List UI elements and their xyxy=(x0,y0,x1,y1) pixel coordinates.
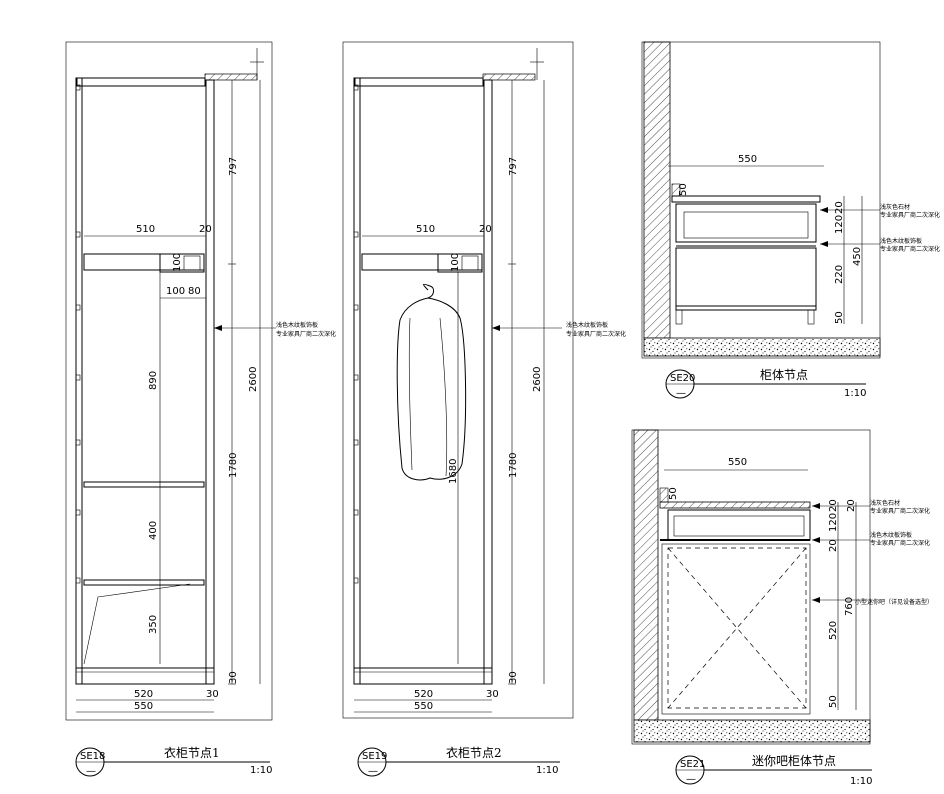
drawing-title: 衣柜节点1 xyxy=(164,745,220,760)
note1-line2: 专业家具厂商二次深化 xyxy=(870,507,930,515)
tag-sub: — xyxy=(86,766,96,777)
tag-code: SE21 xyxy=(680,759,705,770)
wardrobe1-frame xyxy=(65,41,273,721)
dim-220: 220 xyxy=(834,265,845,284)
dim-20c: 20 xyxy=(828,539,839,552)
dim-1680: 1680 xyxy=(448,459,459,484)
tag-sub: — xyxy=(686,774,696,785)
dim-base-30: 30 xyxy=(228,671,239,684)
minibar-drawing xyxy=(631,429,872,785)
dim-760: 760 xyxy=(844,597,855,616)
dim-1780: 1780 xyxy=(508,453,519,478)
dim-30: 30 xyxy=(486,689,499,700)
note-line1: 浅色木纹板饰板 xyxy=(276,321,318,329)
dim-450: 450 xyxy=(852,247,863,266)
dim-797: 797 xyxy=(228,157,239,176)
cabinet-frame xyxy=(641,41,881,359)
drawing-scale: 1:10 xyxy=(844,388,866,399)
dim-80-w: 80 xyxy=(188,286,201,297)
dim-30: 30 xyxy=(206,689,219,700)
wardrobe2-frame xyxy=(342,41,574,719)
dim-520: 520 xyxy=(414,689,433,700)
dim-20a: 20 xyxy=(828,499,839,512)
dim-120: 120 xyxy=(834,215,845,234)
minibar-frame xyxy=(631,429,871,745)
note2-line2: 专业家具厂商二次深化 xyxy=(870,539,930,547)
dim-550: 550 xyxy=(738,154,757,165)
dim-100-h: 100 xyxy=(450,253,461,272)
drawing-scale: 1:10 xyxy=(850,776,872,787)
tag-code: SE19 xyxy=(362,751,387,762)
dim-520: 520 xyxy=(134,689,153,700)
dim-550: 550 xyxy=(134,701,153,712)
tag-code: SE20 xyxy=(670,373,695,384)
note1-line2: 专业家具厂商二次深化 xyxy=(880,211,940,219)
dim-510: 510 xyxy=(136,224,155,235)
dim-20b: 20 xyxy=(846,499,857,512)
minibar-labels: 550 50 20 20 120 20 520 760 50 浅灰色石材 专业家… xyxy=(668,457,933,787)
note3: 小型迷你吧（详见设备选型） xyxy=(855,598,933,606)
dim-510: 510 xyxy=(416,224,435,235)
tag-sub: — xyxy=(368,766,378,777)
note2-line1: 浅色木纹板饰板 xyxy=(870,531,912,539)
dim-50-bottom: 50 xyxy=(834,311,845,324)
dim-100-w: 100 xyxy=(166,286,185,297)
dim-890: 890 xyxy=(148,371,159,390)
wardrobe2-labels: 797 510 20 100 1680 2600 1780 30 520 30 … xyxy=(362,157,626,777)
dim-400: 400 xyxy=(148,521,159,540)
drawing-title: 迷你吧柜体节点 xyxy=(752,754,836,768)
drawing-scale: 1:10 xyxy=(536,765,558,776)
note2-line2: 专业家具厂商二次深化 xyxy=(880,245,940,253)
dim-120: 120 xyxy=(828,513,839,532)
dim-100-h: 100 xyxy=(172,253,183,272)
note-line2: 专业家具厂商二次深化 xyxy=(566,330,626,338)
dim-20: 20 xyxy=(834,201,845,214)
tag-sub: — xyxy=(676,388,686,399)
dim-2600: 2600 xyxy=(248,367,259,392)
note1-line1: 浅灰色石材 xyxy=(880,203,910,211)
dim-20: 20 xyxy=(479,224,492,235)
note1-line1: 浅灰色石材 xyxy=(870,499,900,507)
drawing-title: 柜体节点 xyxy=(760,368,808,382)
tag-code: SE18 xyxy=(80,751,105,762)
cabinet-labels: 550 50 20 120 450 220 50 浅灰色石材 专业家具厂商二次深… xyxy=(670,154,940,399)
note-line2: 专业家具厂商二次深化 xyxy=(276,330,336,338)
dim-550: 550 xyxy=(414,701,433,712)
wardrobe1-labels: 797 510 20 100 100 80 890 2600 1780 400 … xyxy=(80,157,336,777)
dim-50-top: 50 xyxy=(678,183,689,196)
dim-797: 797 xyxy=(508,157,519,176)
dim-2600: 2600 xyxy=(532,367,543,392)
dim-50-top: 50 xyxy=(668,487,679,500)
dim-1780: 1780 xyxy=(228,453,239,478)
garment-icon xyxy=(396,283,467,481)
dim-350: 350 xyxy=(148,615,159,634)
note-line1: 浅色木纹板饰板 xyxy=(566,321,608,329)
dim-550: 550 xyxy=(728,457,747,468)
dim-base-30: 30 xyxy=(508,671,519,684)
dim-20: 20 xyxy=(199,224,212,235)
dim-520: 520 xyxy=(828,621,839,640)
cabinet-drawing xyxy=(641,41,881,399)
drawing-title: 衣柜节点2 xyxy=(446,745,502,760)
note2-line1: 浅色木纹板饰板 xyxy=(880,237,922,245)
wardrobe2-drawing xyxy=(342,41,574,777)
dim-50-bottom: 50 xyxy=(828,695,839,708)
drawing-scale: 1:10 xyxy=(250,765,272,776)
wardrobe1-drawing xyxy=(65,41,276,777)
